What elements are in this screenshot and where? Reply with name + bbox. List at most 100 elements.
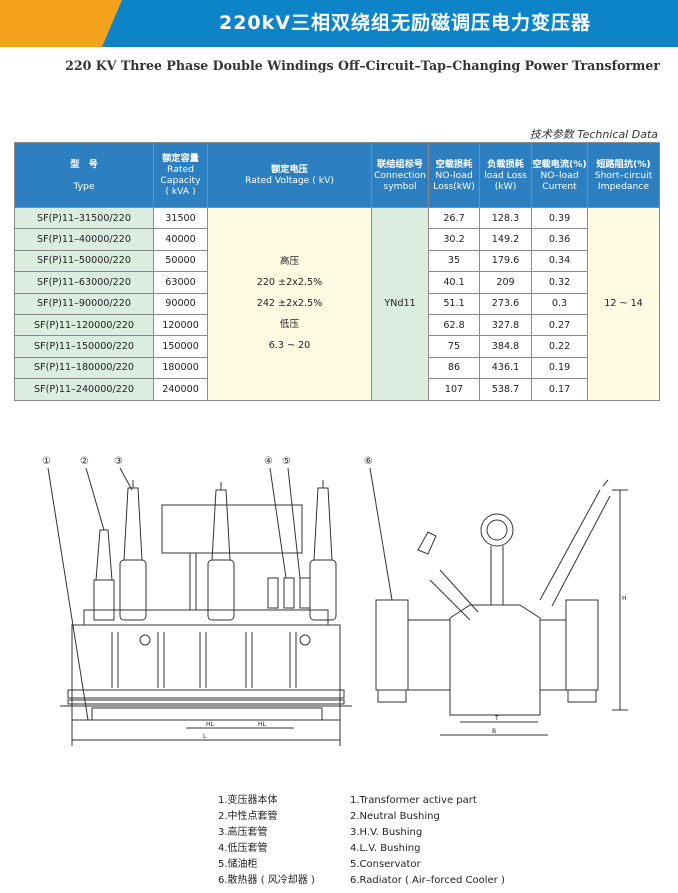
technical-data-label: 技术参数 Technical Data xyxy=(529,128,658,141)
cell-connection-symbol: YNd11 xyxy=(371,207,429,401)
cell-noload-loss: 75 xyxy=(428,335,480,358)
dim-hl-2: HL xyxy=(258,721,267,728)
header-load-loss: 负载损耗 load Loss (kW) xyxy=(479,142,532,208)
dim-b: B xyxy=(492,728,496,735)
cell-rated-voltage: 高压 220 ±2x2.5% 242 ±2x2.5% 低压 6.3 ~ 20 xyxy=(207,207,372,401)
legend-cn-item: 5.储油柜 xyxy=(218,859,258,870)
table-row: SF(P)11–40000/220 40000 30.2 149.2 0.36 xyxy=(14,228,660,251)
cell-capacity: 240000 xyxy=(153,378,208,401)
table-row: SF(P)11–120000/220 120000 62.8 327.8 0.2… xyxy=(14,313,660,337)
cell-capacity: 63000 xyxy=(153,271,208,294)
cell-type: SF(P)11–90000/220 xyxy=(14,292,154,315)
banner-accent xyxy=(0,0,122,47)
cell-noload-loss: 30.2 xyxy=(428,228,480,251)
dim-t: T xyxy=(494,715,499,722)
legend-cn-item: 3.高压套管 xyxy=(218,827,268,838)
callout-1: ① xyxy=(42,456,51,467)
cell-type: SF(P)11–120000/220 xyxy=(14,313,154,337)
dim-hl-1: HL xyxy=(206,721,215,728)
cell-noload-current: 0.34 xyxy=(531,249,588,273)
cell-noload-loss: 51.1 xyxy=(428,292,480,315)
legend-cn-item: 6.散热器 ( 风冷却器 ) xyxy=(218,875,315,886)
cell-noload-current: 0.39 xyxy=(531,206,588,230)
cell-type: SF(P)11–50000/220 xyxy=(14,249,154,273)
side-view xyxy=(369,467,628,736)
front-view xyxy=(47,467,352,746)
cell-noload-current: 0.22 xyxy=(531,335,588,358)
cell-load-loss: 179.6 xyxy=(479,249,532,273)
legend-cn-item: 2.中性点套管 xyxy=(218,811,278,822)
header-noload-current: 空载电流(%) NO–load Current xyxy=(531,142,588,208)
cell-noload-loss: 26.7 xyxy=(428,206,480,230)
dim-l: L xyxy=(203,733,207,740)
legend-en-item: 3.H.V. Bushing xyxy=(350,827,423,838)
cell-noload-loss: 35 xyxy=(428,249,480,273)
cell-noload-current: 0.3 xyxy=(531,292,588,315)
cell-load-loss: 128.3 xyxy=(479,206,532,230)
legend-cn-item: 1.变压器本体 xyxy=(218,795,278,806)
table-row: SF(P)11–31500/220 31500 高压 220 ±2x2.5% 2… xyxy=(14,206,660,401)
cell-capacity: 150000 xyxy=(153,335,208,358)
cell-load-loss: 149.2 xyxy=(479,228,532,251)
callout-3: ③ xyxy=(114,456,123,467)
callout-5: ⑤ xyxy=(282,456,291,467)
cell-type: SF(P)11–240000/220 xyxy=(14,378,154,401)
title-banner: 220kV三相双绕组无励磁调压电力变压器 xyxy=(0,0,678,47)
cell-load-loss: 209 xyxy=(479,271,532,294)
cell-noload-loss: 62.8 xyxy=(428,313,480,337)
cell-type: SF(P)11–150000/220 xyxy=(14,335,154,358)
cell-capacity: 120000 xyxy=(153,313,208,337)
cell-noload-loss: 40.1 xyxy=(428,271,480,294)
table-row: SF(P)11–240000/220 240000 107 538.7 0.17 xyxy=(14,378,660,401)
header-connection: 联结组标号 Connection symbol xyxy=(371,142,429,208)
header-capacity: 额定容量 Rated Capacity ( kVA ) xyxy=(153,142,208,208)
cell-noload-loss: 86 xyxy=(428,356,480,380)
cell-noload-current: 0.19 xyxy=(531,356,588,380)
cell-type: SF(P)11–63000/220 xyxy=(14,271,154,294)
page-subtitle: 220 KV Three Phase Double Windings Off–C… xyxy=(65,58,660,73)
table-header-row: 型 号 Type 额定容量 Rated Capacity ( kVA ) 额定电… xyxy=(14,142,660,208)
callout-4: ④ xyxy=(264,456,273,467)
legend-cn-item: 4.低压套管 xyxy=(218,843,268,854)
cell-load-loss: 327.8 xyxy=(479,313,532,337)
page-title: 220kV三相双绕组无励磁调压电力变压器 xyxy=(218,12,591,34)
cell-noload-loss: 107 xyxy=(428,378,480,401)
callout-2: ② xyxy=(80,456,89,467)
banner-background xyxy=(102,0,678,47)
legend-en-item: 6.Radiator ( Air–forced Cooler ) xyxy=(350,875,505,886)
cell-load-loss: 436.1 xyxy=(479,356,532,380)
header-type: 型 号 Type xyxy=(14,142,154,208)
legend-en-item: 5.Conservator xyxy=(350,859,421,870)
legend-en-item: 4.L.V. Bushing xyxy=(350,843,421,854)
header-noload-loss: 空载损耗 NO-load Loss(kW) xyxy=(428,142,480,208)
cell-capacity: 31500 xyxy=(153,206,208,230)
table-row: SF(P)11–63000/220 63000 40.1 209 0.32 xyxy=(14,271,660,294)
legend-cn: 1.变压器本体 2.中性点套管 3.高压套管 4.低压套管 5.储油柜 6.散热… xyxy=(218,793,315,889)
cell-impedance: 12 ~ 14 xyxy=(587,207,660,401)
cell-noload-current: 0.32 xyxy=(531,271,588,294)
cell-capacity: 90000 xyxy=(153,292,208,315)
table-row: SF(P)11–90000/220 90000 51.1 273.6 0.3 xyxy=(14,292,660,315)
callout-6: ⑥ xyxy=(364,456,373,467)
table-row: SF(P)11–150000/220 150000 75 384.8 0.22 xyxy=(14,335,660,358)
cell-load-loss: 273.6 xyxy=(479,292,532,315)
spec-table: 型 号 Type 额定容量 Rated Capacity ( kVA ) 额定电… xyxy=(14,142,660,401)
cell-load-loss: 384.8 xyxy=(479,335,532,358)
dim-h: H xyxy=(622,595,627,602)
legend-en-item: 2.Neutral Bushing xyxy=(350,811,440,822)
cell-noload-current: 0.17 xyxy=(531,378,588,401)
header-impedance: 短路阻抗(%) Short–circuit Impedance xyxy=(587,142,660,208)
cell-type: SF(P)11–31500/220 xyxy=(14,206,154,230)
cell-type: SF(P)11–180000/220 xyxy=(14,356,154,380)
cell-noload-current: 0.27 xyxy=(531,313,588,337)
legend-en: 1.Transformer active part 2.Neutral Bush… xyxy=(350,793,505,889)
table-row: SF(P)11–180000/220 180000 86 436.1 0.19 xyxy=(14,356,660,380)
cell-noload-current: 0.36 xyxy=(531,228,588,251)
cell-load-loss: 538.7 xyxy=(479,378,532,401)
cell-capacity: 50000 xyxy=(153,249,208,273)
transformer-drawing: ① ② ③ ④ ⑤ ⑥ HL HL L T B H xyxy=(42,456,628,746)
cell-capacity: 40000 xyxy=(153,228,208,251)
legend-en-item: 1.Transformer active part xyxy=(350,795,477,806)
cell-capacity: 180000 xyxy=(153,356,208,380)
header-voltage: 额定电压 Rated Voltage ( kV) xyxy=(207,142,372,208)
